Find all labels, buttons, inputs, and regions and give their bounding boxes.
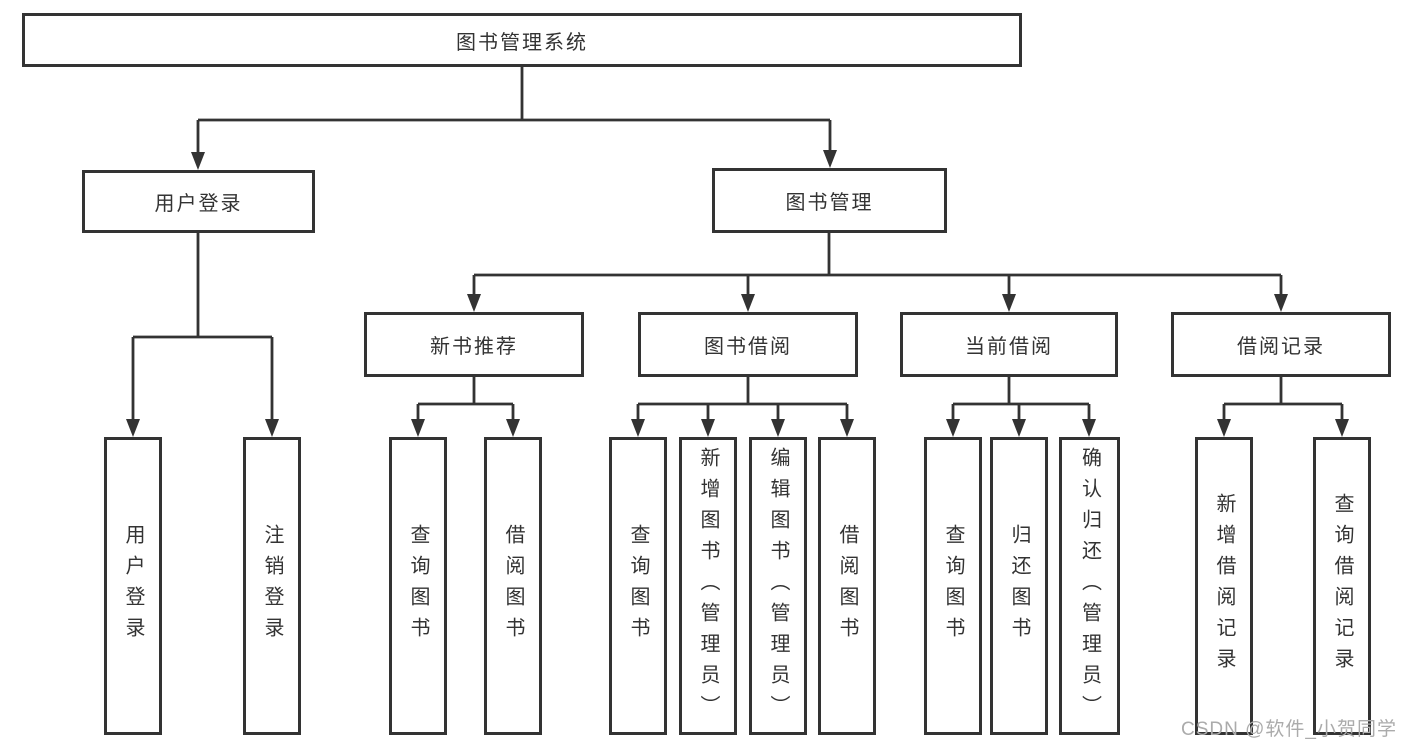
node-add-borrow-record: 新增借阅记录 (1195, 437, 1253, 735)
node-user-login: 用户登录 (104, 437, 162, 735)
node-add-books-admin: 新增图书（管理员） (679, 437, 737, 735)
node-current-borrowing: 当前借阅 (900, 312, 1118, 377)
node-return-books: 归还图书 (990, 437, 1048, 735)
node-logout: 注销登录 (243, 437, 301, 735)
node-book-management: 图书管理 (712, 168, 947, 233)
node-edit-books-admin: 编辑图书（管理员） (749, 437, 807, 735)
node-query-books-borrow: 查询图书 (609, 437, 667, 735)
node-borrow-books-recommend: 借阅图书 (484, 437, 542, 735)
node-query-books-current: 查询图书 (924, 437, 982, 735)
connector-book-borrow-children (631, 377, 854, 437)
node-confirm-return-admin: 确认归还（管理员） (1059, 437, 1120, 735)
connector-current-borrow-children (946, 377, 1096, 437)
connector-new-books-children (411, 377, 520, 437)
connector-book-mgmt-to-level3 (467, 233, 1288, 312)
node-borrow-records: 借阅记录 (1171, 312, 1391, 377)
node-user-login-group: 用户登录 (82, 170, 315, 233)
node-book-borrowing: 图书借阅 (638, 312, 858, 377)
node-root: 图书管理系统 (22, 13, 1022, 67)
connector-root-to-level2 (191, 67, 837, 170)
node-query-borrow-record: 查询借阅记录 (1313, 437, 1371, 735)
csdn-watermark: CSDN @软件_小贺同学 (1181, 719, 1397, 740)
connector-borrow-records-children (1217, 377, 1349, 437)
node-borrow-books: 借阅图书 (818, 437, 876, 735)
connector-user-login-children (126, 233, 279, 437)
node-query-books-recommend: 查询图书 (389, 437, 447, 735)
node-new-book-recommend: 新书推荐 (364, 312, 584, 377)
